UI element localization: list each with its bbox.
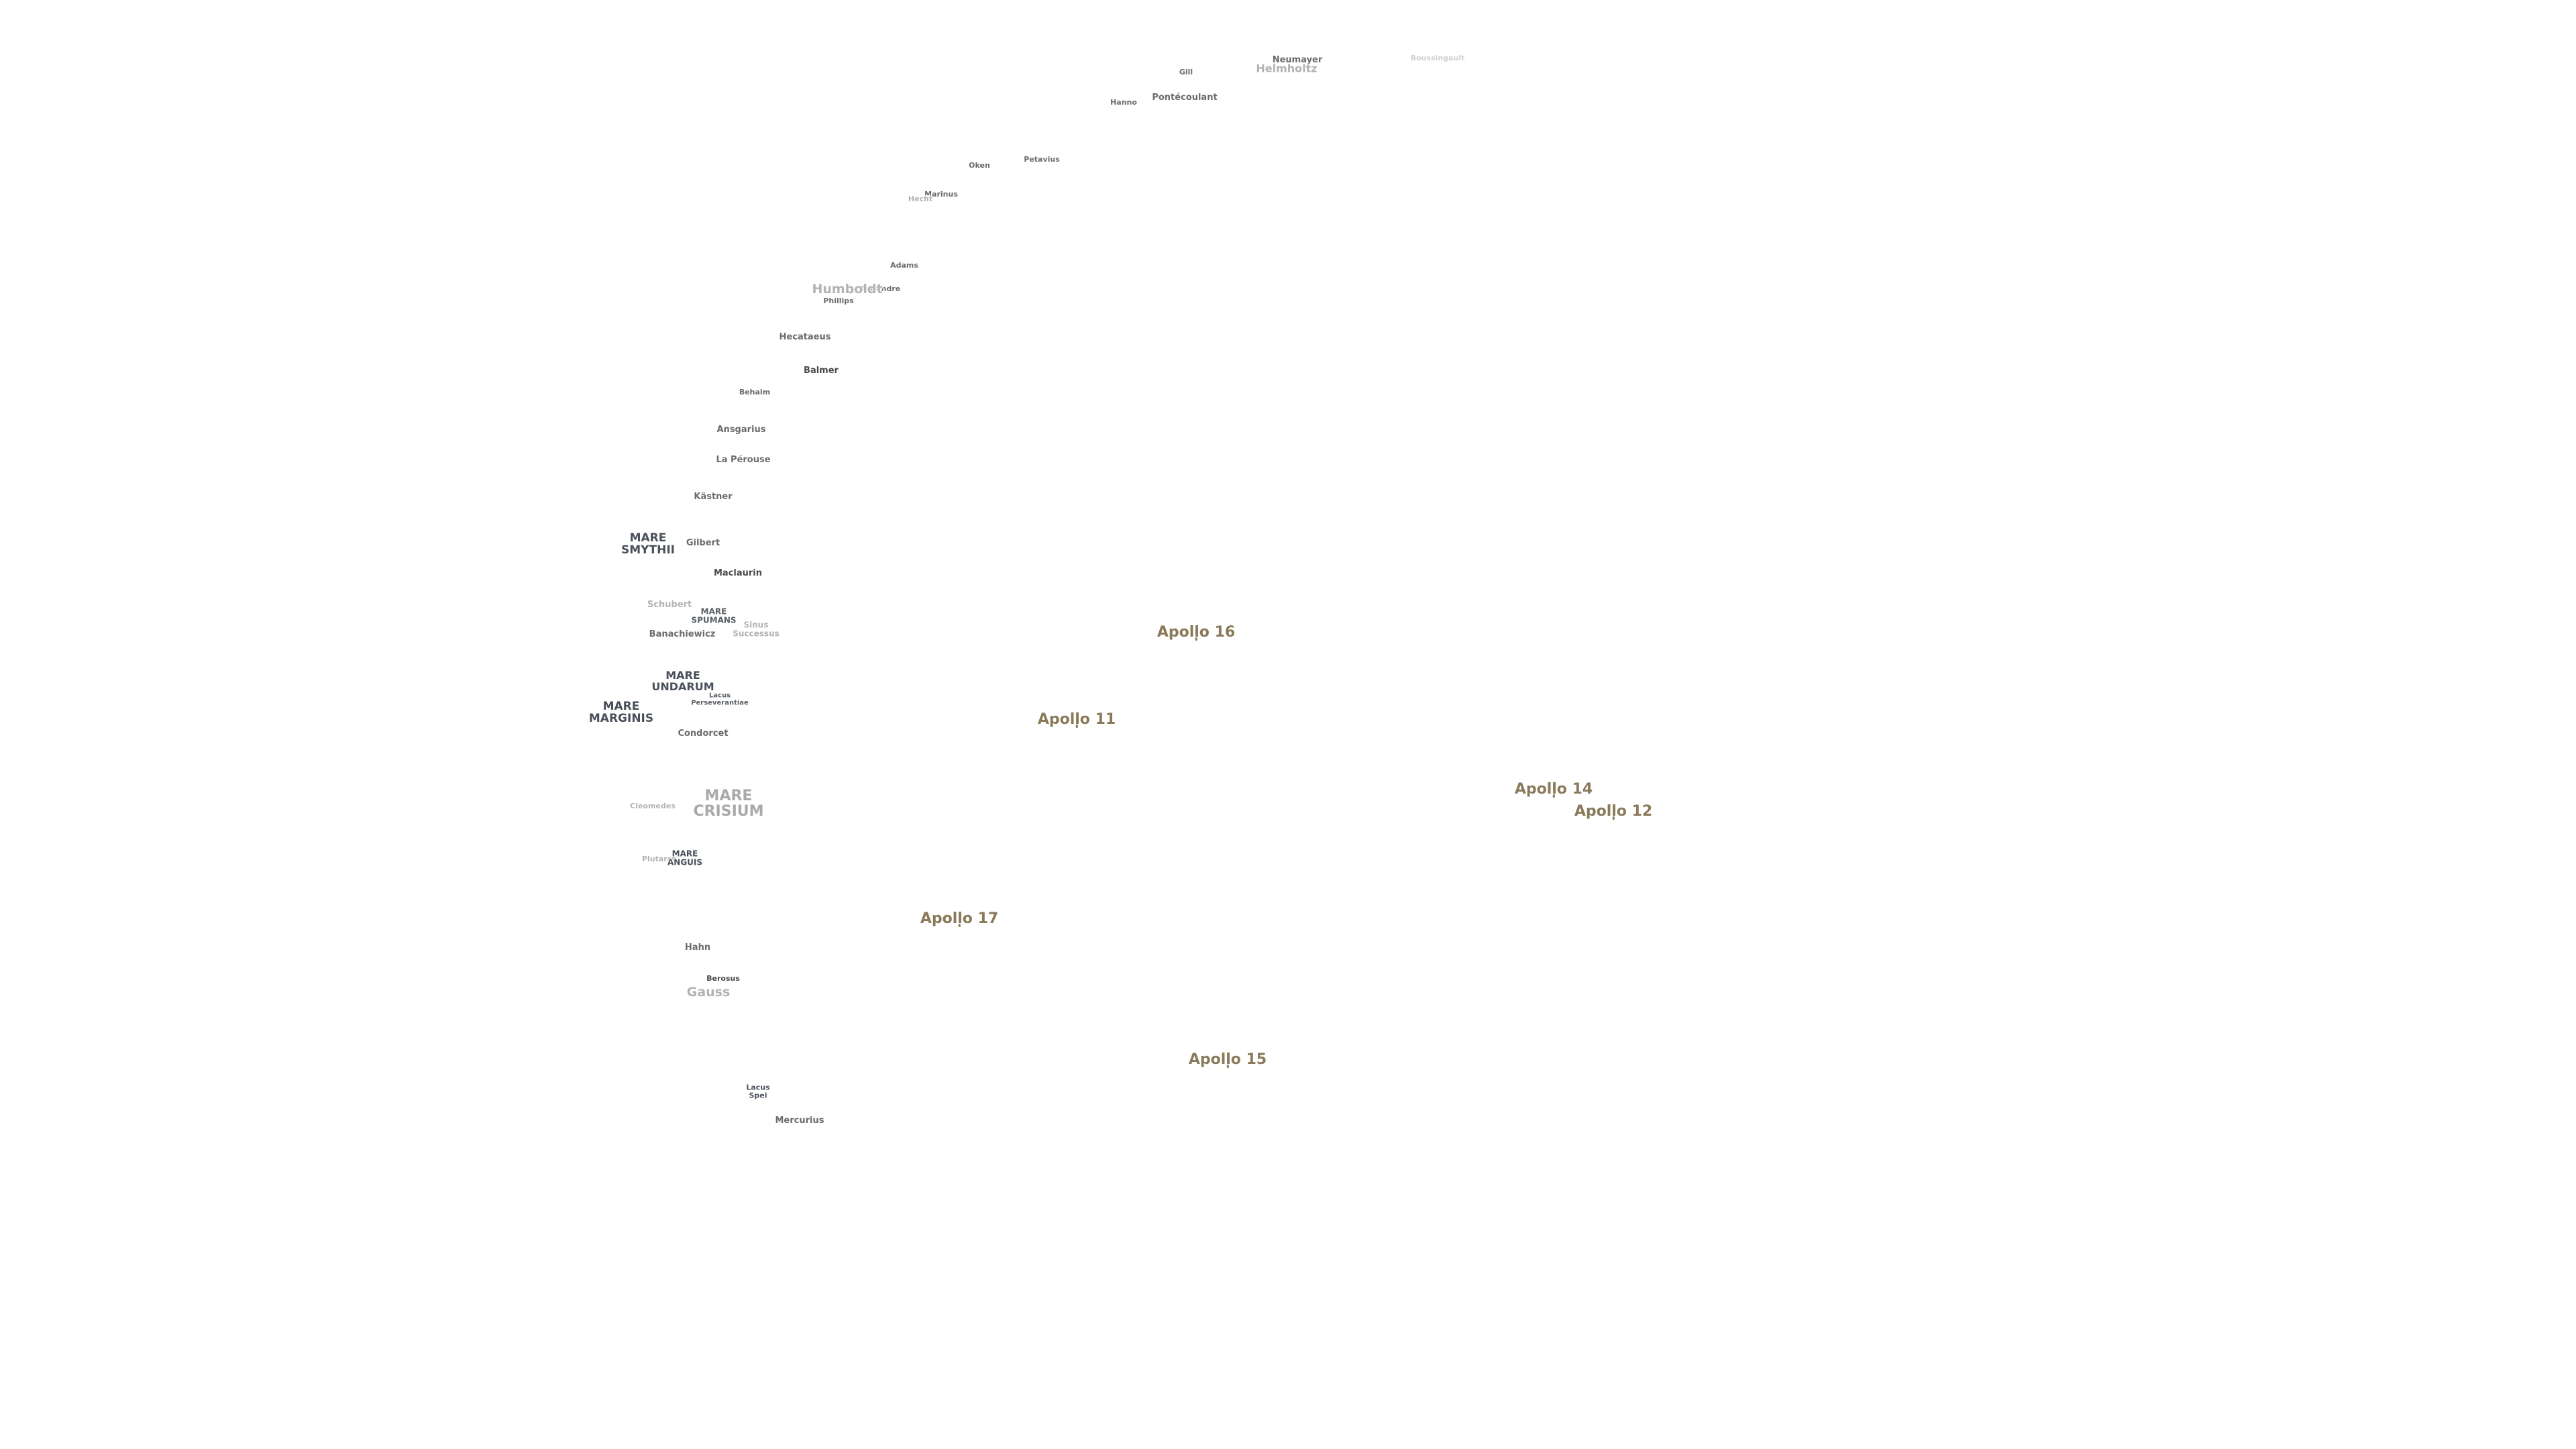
- mare-label-line: Sinus: [743, 620, 769, 630]
- apollo-17-landing-site[interactable]: Apollo 17: [920, 910, 999, 928]
- crater-label-plutarch[interactable]: Plutarch: [641, 855, 678, 864]
- landing-marker-icon: [1195, 637, 1197, 641]
- crater-label-hecataeus[interactable]: Hecataeus: [779, 332, 831, 343]
- crater-label-hahn[interactable]: Hahn: [684, 943, 711, 953]
- crater-label-behaim[interactable]: Behaim: [739, 388, 771, 397]
- mare-label-anguis[interactable]: MARE ANGUIS: [667, 849, 702, 866]
- mare-label-line: Perseverantiae: [691, 699, 749, 706]
- mare-label-line: Lacus: [708, 692, 731, 700]
- mare-label-crisium[interactable]: MARE CRISIUM: [693, 788, 763, 819]
- crater-label-adams[interactable]: Adams: [890, 261, 918, 270]
- crater-label-balmer[interactable]: Balmer: [804, 366, 839, 376]
- apollo-label: Apollo 14: [1514, 780, 1593, 798]
- apollo-12-landing-site[interactable]: Apollo 12: [1574, 804, 1652, 820]
- mare-label-line: SPUMANS: [691, 615, 737, 625]
- mare-label-sinus-successus[interactable]: Sinus Successus: [733, 621, 780, 637]
- crater-label-cleomedes[interactable]: Cleomedes: [630, 802, 676, 811]
- mare-label-line: MARE: [672, 849, 698, 859]
- crater-label-marinus[interactable]: Marinus: [924, 190, 958, 199]
- crater-label-gill[interactable]: Gill: [1179, 68, 1193, 77]
- mare-label-line: MARGINIS: [588, 712, 654, 725]
- mare-label-line: MARE: [602, 700, 640, 714]
- mare-label-line: Lacus: [746, 1083, 770, 1092]
- mare-label-line: CRISIUM: [693, 803, 764, 820]
- crater-label-la-perouse[interactable]: La Pérouse: [716, 455, 771, 466]
- apollo-11-landing-site[interactable]: Apollo 11: [1037, 710, 1116, 729]
- apollo-label: Apollo 17: [920, 910, 999, 927]
- landing-marker-icon: [1552, 794, 1555, 798]
- crater-label-ansgarius[interactable]: Ansgarius: [716, 425, 766, 435]
- mare-label-line: Successus: [733, 629, 780, 638]
- crater-label-kastner[interactable]: Kästner: [694, 492, 733, 502]
- crater-label-gilbert[interactable]: Gilbert: [686, 538, 720, 549]
- mare-label-lacus-spei[interactable]: Lacus Spei: [746, 1083, 769, 1099]
- crater-label-pontecoulant[interactable]: Pontécoulant: [1152, 93, 1218, 103]
- landing-marker-icon: [1612, 816, 1615, 820]
- mare-label-smythii[interactable]: MARE SMYTHII: [621, 531, 675, 557]
- mare-label-line: MARE: [704, 787, 753, 804]
- crater-label-phillips[interactable]: Phillips: [823, 297, 854, 306]
- crater-label-gauss[interactable]: Gauss: [686, 985, 731, 1000]
- crater-label-banachiewicz[interactable]: Banachiewicz: [649, 629, 716, 640]
- mare-label-line: MARE: [700, 606, 727, 616]
- apollo-label: Apollo 16: [1157, 623, 1236, 641]
- crater-label-oken[interactable]: Oken: [969, 161, 990, 170]
- crater-label-humboldt[interactable]: Humboldt: [812, 282, 883, 297]
- apollo-label: Apollo 15: [1188, 1051, 1267, 1068]
- apollo-15-landing-site[interactable]: Apollo 15: [1188, 1051, 1267, 1069]
- mare-label-line: Spei: [749, 1091, 767, 1099]
- apollo-label: Apollo 12: [1574, 802, 1653, 820]
- landing-marker-icon: [1075, 724, 1078, 729]
- landing-marker-icon: [958, 924, 961, 928]
- crater-label-mercurius[interactable]: Mercurius: [775, 1116, 824, 1126]
- apollo-16-landing-site[interactable]: Apollo 16: [1157, 625, 1235, 641]
- crater-label-neumayer[interactable]: Neumayer: [1272, 55, 1323, 66]
- crater-label-petavius[interactable]: Petavius: [1024, 155, 1060, 164]
- mare-label-undarum[interactable]: MARE UNDARUM: [651, 669, 714, 693]
- mare-label-spumans[interactable]: MARE SPUMANS: [691, 607, 736, 624]
- mare-label-line: ANGUIS: [667, 857, 703, 867]
- crater-label-maclaurin[interactable]: Maclaurin: [713, 568, 763, 579]
- mare-label-marginis[interactable]: MARE MARGINIS: [588, 700, 654, 725]
- crater-label-helmholtz[interactable]: Helmholtz: [1256, 62, 1318, 75]
- mare-label-lacus-perseverantiae[interactable]: Lacus Perseverantiae: [691, 692, 749, 707]
- mare-label-line: MARE: [629, 531, 667, 545]
- crater-label-boussingault[interactable]: Boussingault: [1410, 54, 1465, 63]
- landing-marker-icon: [1226, 1065, 1229, 1069]
- mare-label-line: MARE: [665, 669, 700, 682]
- mare-label-line: UNDARUM: [651, 680, 714, 693]
- crater-label-legendre[interactable]: Legendre: [861, 284, 901, 294]
- mare-label-line: SMYTHII: [621, 543, 675, 557]
- crater-label-berosus[interactable]: Berosus: [706, 974, 740, 983]
- crater-label-condorcet[interactable]: Condorcet: [678, 729, 729, 739]
- crater-label-schubert[interactable]: Schubert: [647, 600, 692, 610]
- apollo-label: Apollo 11: [1037, 710, 1116, 728]
- crater-label-hanno[interactable]: Hanno: [1110, 98, 1137, 107]
- apollo-14-landing-site[interactable]: Apollo 14: [1515, 782, 1593, 798]
- crater-label-hecht[interactable]: Hecht: [908, 195, 933, 204]
